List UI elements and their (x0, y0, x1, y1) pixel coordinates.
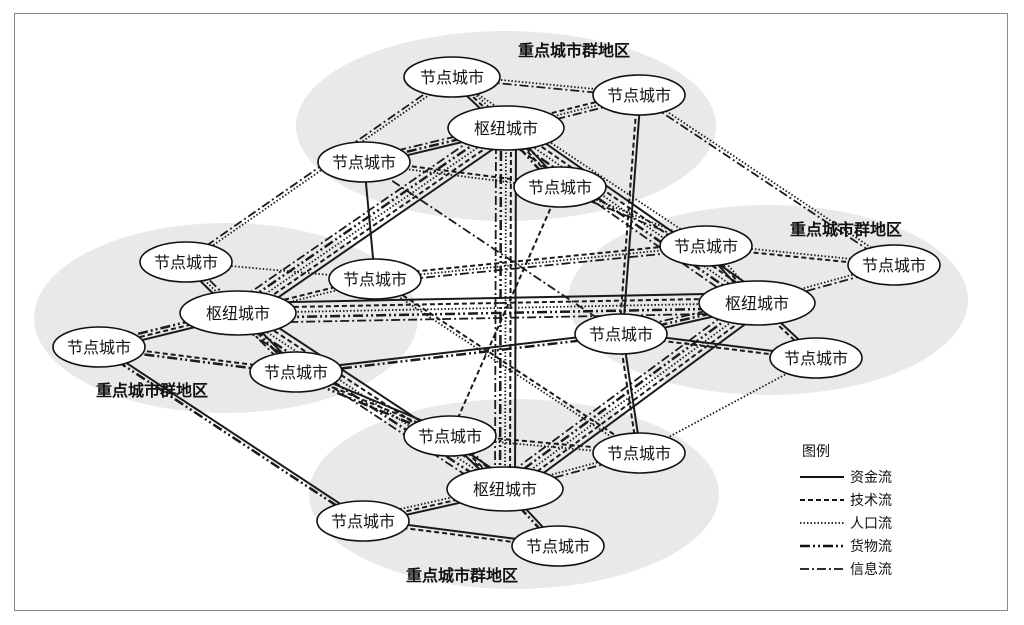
svg-text:节点城市: 节点城市 (526, 537, 590, 556)
region-label-top: 重点城市群地区 (518, 41, 630, 60)
node-city-top-4: 节点城市 (513, 166, 607, 208)
svg-text:节点城市: 节点城市 (331, 512, 395, 531)
flow-line-goods (238, 306, 758, 320)
svg-text:节点城市: 节点城市 (589, 325, 653, 344)
flow-line-dotted (237, 302, 758, 314)
svg-text:节点城市: 节点城市 (607, 86, 671, 105)
flow-line-info (232, 320, 500, 499)
svg-text:节点城市: 节点城市 (607, 444, 671, 463)
svg-text:枢纽城市: 枢纽城市 (473, 480, 537, 499)
flow-line-info (231, 119, 501, 306)
node-city-right-3: 节点城市 (574, 313, 668, 355)
flow-line-dotted (504, 127, 507, 490)
flow-line-info (238, 312, 758, 324)
hub-city-right: 枢纽城市 (698, 280, 816, 326)
node-city-top-1: 节点城市 (403, 56, 501, 98)
legend-label-tech: 技术流 (850, 493, 892, 509)
flow-line-dashed (375, 276, 641, 453)
flow-line-solid (243, 135, 513, 323)
flow-line-info (498, 294, 752, 482)
legend: 图例 资金流 技术流 人口流 货物流 信息流 (800, 444, 892, 578)
flow-line-dotted (373, 279, 639, 456)
flow-line-info (637, 95, 894, 268)
node-city-bottom-4: 节点城市 (511, 525, 605, 567)
node-city-right-4: 节点城市 (769, 337, 863, 379)
flow-line-solid (621, 95, 642, 335)
svg-text:节点城市: 节点城市 (418, 427, 482, 446)
region-label-bottom: 重点城市群地区 (406, 566, 518, 585)
hub-city-bottom: 枢纽城市 (446, 466, 564, 512)
flow-line-info (375, 248, 707, 284)
flow-line-dotted (756, 262, 894, 303)
svg-text:节点城市: 节点城市 (784, 349, 848, 368)
svg-text:节点城市: 节点城市 (264, 363, 328, 382)
flow-line-dashed (508, 123, 761, 300)
node-city-top-3: 节点城市 (317, 141, 411, 183)
node-city-bottom-3: 节点城市 (316, 500, 410, 542)
hub-city-top: 枢纽城市 (447, 105, 565, 151)
legend-title: 图例 (802, 444, 830, 460)
svg-text:节点城市: 节点城市 (420, 68, 484, 87)
flow-line-goods (502, 131, 755, 309)
flow-line-goods (97, 347, 363, 524)
legend-label-capital: 资金流 (850, 470, 892, 486)
flow-line-dashed (237, 297, 757, 310)
flow-line-dotted (374, 245, 707, 280)
flow-line-goods (234, 316, 503, 495)
svg-text:节点城市: 节点城市 (154, 253, 218, 272)
node-city-right-1: 节点城市 (659, 225, 753, 267)
flow-line-dotted (237, 312, 506, 490)
hub-city-left: 枢纽城市 (179, 290, 297, 336)
flow-line-solid (510, 310, 764, 498)
legend-label-goods: 货物流 (850, 538, 892, 555)
node-city-bottom-1: 节点城市 (403, 415, 497, 457)
flow-line-info (363, 161, 622, 335)
flow-line-solid (237, 292, 757, 305)
flow-line-dashed (449, 186, 561, 437)
flow-line-solid (99, 344, 365, 521)
flow-line-dotted (186, 77, 454, 265)
svg-text:节点城市: 节点城市 (343, 270, 407, 289)
node-city-top-2: 节点城市 (592, 74, 686, 116)
node-city-left-4: 节点城市 (249, 351, 343, 393)
region-label-right: 重点城市群地区 (790, 220, 902, 239)
flow-line-info (184, 74, 452, 262)
flow-line-dashed (507, 306, 761, 494)
svg-text:节点城市: 节点城市 (332, 153, 396, 172)
node-city-bottom-2: 节点城市 (592, 432, 686, 474)
flow-line-dashed (508, 128, 512, 490)
flow-line-dotted (238, 279, 376, 316)
svg-text:枢纽城市: 枢纽城市 (206, 304, 270, 323)
flow-line-dashed (240, 131, 510, 318)
region-label-left: 重点城市群地区 (96, 381, 208, 400)
svg-text:节点城市: 节点城市 (67, 338, 131, 357)
svg-text:枢纽城市: 枢纽城市 (725, 294, 789, 313)
node-city-left-1: 节点城市 (139, 241, 233, 283)
svg-text:节点城市: 节点城市 (862, 256, 926, 275)
svg-text:节点城市: 节点城市 (528, 178, 592, 197)
flow-line-goods (296, 334, 622, 375)
flow-line-solid (295, 331, 621, 372)
svg-text:节点城市: 节点城市 (674, 237, 738, 256)
node-city-left-3: 节点城市 (52, 326, 146, 368)
legend-label-info: 信息流 (850, 561, 892, 578)
node-city-right-2: 节点城市 (847, 244, 941, 286)
svg-text:枢纽城市: 枢纽城市 (474, 119, 538, 138)
legend-label-people: 人口流 (850, 516, 892, 532)
node-city-left-2: 节点城市 (328, 258, 422, 300)
